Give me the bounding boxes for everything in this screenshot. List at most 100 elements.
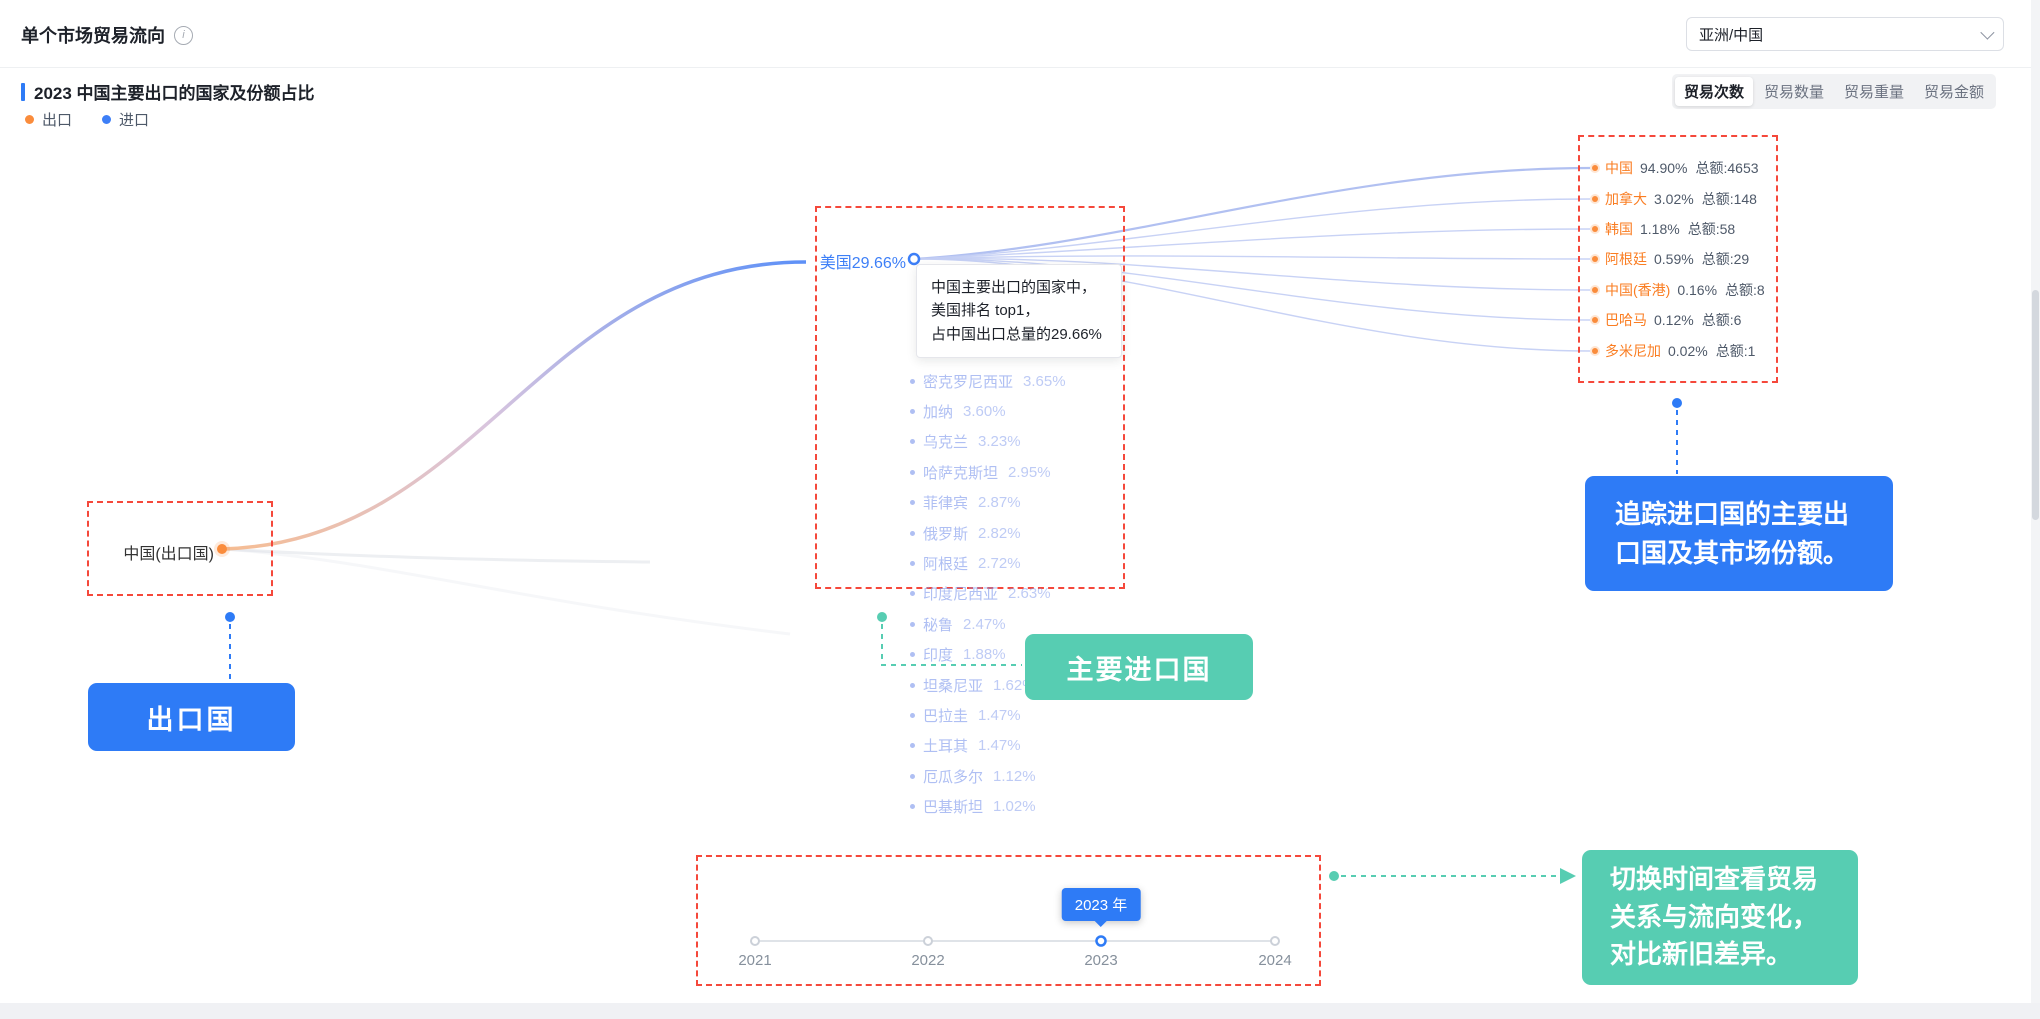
country-share: 94.90% [1640, 160, 1688, 177]
country-name: 加纳 [923, 404, 954, 422]
callout-line: 关系与流向变化， [1610, 901, 1819, 932]
tab-trade-amount[interactable]: 贸易金额 [1915, 77, 1993, 106]
list-item[interactable]: 中国(香港)0.16%总额:8 [1592, 275, 1765, 305]
arrow-right-icon [1560, 868, 1576, 884]
chart-tooltip: 中国主要出口的国家中， 美国排名 top1， 占中国出口总量的29.66% [916, 264, 1122, 358]
tab-trade-quantity[interactable]: 贸易数量 [1755, 77, 1833, 106]
region-select[interactable]: 亚洲/中国 [1686, 17, 2004, 51]
country-name: 阿根廷 [1605, 251, 1647, 268]
tooltip-line: 占中国出口总量的29.66% [931, 325, 1102, 343]
callout-line: 口国及其市场份额。 [1615, 537, 1850, 568]
country-name: 乌克兰 [923, 434, 969, 452]
list-item[interactable]: 加纳 3.60% [910, 396, 1066, 426]
metric-tabs: 贸易次数 贸易数量 贸易重量 贸易金额 [1671, 74, 1996, 109]
country-share: 2.63% [1008, 585, 1051, 603]
tooltip-line: 中国主要出口的国家中， [931, 279, 1097, 296]
callout-line: 切换时间查看贸易 [1610, 863, 1819, 894]
dot-icon [910, 652, 915, 658]
annotation-box-timeline [696, 855, 1321, 986]
callout-track-exporters: 追踪进口国的主要出 口国及其市场份额。 [1585, 476, 1893, 591]
usa-importer-node[interactable]: 美国29.66% [819, 255, 906, 272]
list-item[interactable]: 巴基斯坦 1.02% [910, 791, 1066, 821]
country-amount: 总额:29 [1701, 251, 1750, 268]
tab-trade-count[interactable]: 贸易次数 [1674, 77, 1753, 106]
page-title: 单个市场贸易流向 [21, 26, 165, 46]
dot-icon [910, 469, 915, 475]
callout-line: 对比新旧差异。 [1610, 939, 1793, 970]
dot-icon [910, 378, 915, 384]
info-icon[interactable]: i [174, 25, 193, 45]
country-name: 菲律宾 [923, 495, 969, 513]
country-name: 土耳其 [923, 738, 969, 756]
main-flow-line-china-usa[interactable] [221, 260, 807, 551]
list-item[interactable]: 印度尼西亚 2.63% [910, 579, 1066, 609]
country-name: 印度尼西亚 [923, 586, 999, 604]
dot-icon [1592, 317, 1598, 324]
scrollbar-thumb[interactable] [2032, 290, 2039, 520]
country-name: 巴哈马 [1605, 312, 1647, 329]
country-amount: 总额:8 [1725, 281, 1765, 298]
legend-import-label: 进口 [119, 112, 150, 129]
callout-line: 追踪进口国的主要出 [1615, 498, 1850, 529]
dot-icon [910, 773, 915, 779]
year-label-2024[interactable]: 2024 [1258, 952, 1292, 969]
list-item[interactable]: 菲律宾 2.87% [910, 488, 1066, 518]
dot-icon [910, 530, 915, 536]
country-share: 3.60% [963, 403, 1006, 421]
country-name: 韩国 [1605, 220, 1633, 237]
year-label-2023[interactable]: 2023 [1084, 952, 1118, 969]
dot-icon [1592, 286, 1598, 293]
year-label-2021[interactable]: 2021 [738, 952, 772, 969]
country-name: 多米尼加 [1605, 342, 1661, 359]
country-share: 1.02% [993, 798, 1036, 816]
callout-importers: 主要进口国 [1025, 634, 1253, 700]
legend-import[interactable]: 进口 [102, 109, 149, 130]
dot-icon [910, 743, 915, 749]
country-share: 3.02% [1654, 190, 1694, 207]
legend-export-label: 出口 [42, 112, 73, 129]
country-share: 1.62% [993, 676, 1036, 694]
dot-icon [910, 682, 915, 688]
country-share: 0.12% [1654, 312, 1694, 329]
page-bottom-strip [0, 1003, 2040, 1019]
selected-year-badge: 2023 年 [1061, 888, 1141, 921]
dot-icon [910, 500, 915, 506]
country-name: 厄瓜多尔 [923, 768, 984, 786]
dot-icon [910, 804, 915, 810]
country-share: 0.16% [1677, 281, 1718, 298]
china-exporter-node[interactable]: 中国(出口国) [123, 546, 214, 563]
dot-icon [1592, 347, 1598, 354]
track-callout-dot [1672, 398, 1682, 408]
country-share: 2.95% [1008, 463, 1051, 481]
dot-icon [910, 712, 915, 718]
country-share: 2.87% [978, 494, 1021, 512]
country-name: 阿根廷 [923, 556, 969, 574]
country-name: 密克罗尼西亚 [923, 373, 1014, 391]
dot-icon [1592, 256, 1598, 263]
country-name: 巴基斯坦 [923, 799, 984, 817]
time-callout-dot [1329, 871, 1339, 881]
legend-export[interactable]: 出口 [25, 109, 72, 130]
tab-trade-weight[interactable]: 贸易重量 [1835, 77, 1913, 106]
dot-icon [910, 621, 915, 627]
country-share: 0.02% [1668, 342, 1708, 359]
year-label-2022[interactable]: 2022 [911, 952, 945, 969]
dot-icon [1592, 165, 1598, 172]
